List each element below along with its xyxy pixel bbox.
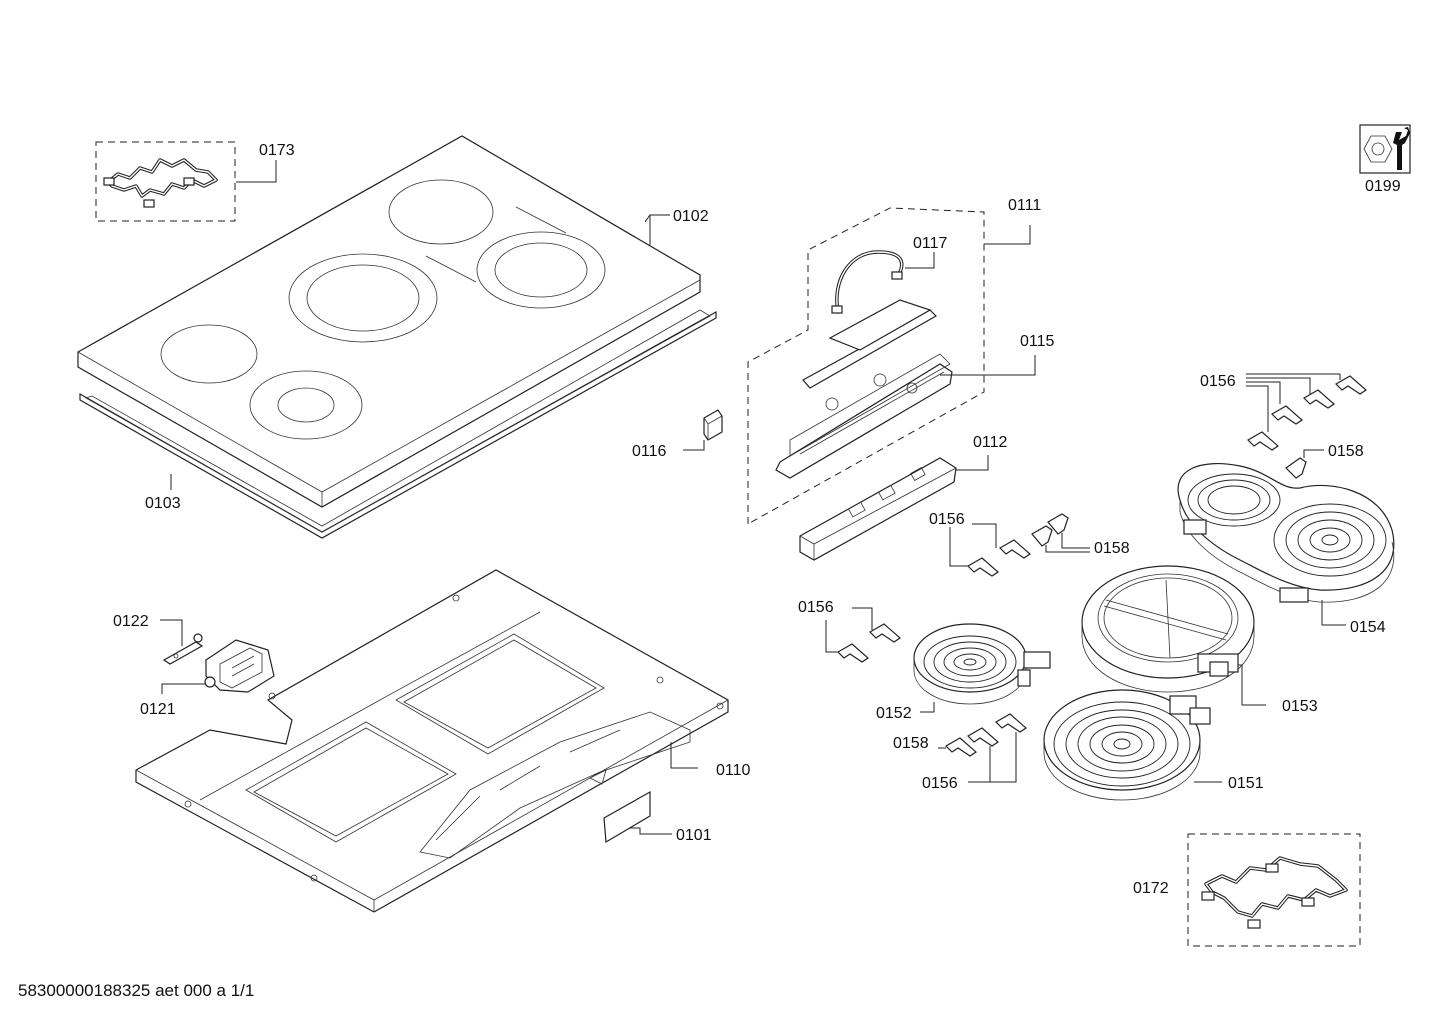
label-0116: 0116 (632, 443, 667, 460)
label-0154: 0154 (1350, 619, 1386, 636)
electronics-assembly-0111[interactable] (747, 207, 985, 525)
label-0115: 0115 (1020, 333, 1055, 350)
label-0103: 0103 (145, 495, 181, 512)
label-0158-c: 0158 (893, 735, 929, 752)
terminal-block-0121[interactable] (204, 639, 275, 693)
label-0102: 0102 (673, 208, 709, 225)
label-0172: 0172 (1133, 880, 1169, 897)
label-0153: 0153 (1282, 698, 1318, 715)
round-heater-0153[interactable] (1081, 565, 1255, 693)
label-0199: 0199 (1365, 178, 1401, 195)
label-0117: 0117 (913, 235, 948, 252)
clips-0156-set-c[interactable] (837, 623, 901, 663)
cable-kit-0172[interactable] (1187, 833, 1361, 947)
label-0121: 0121 (140, 701, 176, 718)
bracket-0122[interactable] (162, 633, 204, 665)
ribbon-cable-0117[interactable] (831, 250, 904, 314)
round-heater-0151[interactable] (1043, 689, 1211, 801)
label-0122: 0122 (113, 613, 149, 630)
label-0173: 0173 (259, 142, 295, 159)
spring-clip-0158-a[interactable] (1285, 457, 1307, 479)
clips-0156-set-d[interactable] (945, 713, 1027, 757)
label-0111: 0111 (1008, 197, 1041, 214)
oval-heater-0154[interactable] (1177, 463, 1395, 603)
clips-0156-set-b[interactable] (967, 539, 1031, 577)
rating-plate-0101[interactable] (603, 790, 651, 844)
cable-kit-0173[interactable] (95, 141, 236, 222)
label-0101: 0101 (676, 827, 712, 844)
clips-0156-set-a[interactable] (1247, 375, 1367, 451)
seal-frame-0103[interactable] (79, 309, 717, 539)
round-heater-0152[interactable] (913, 623, 1051, 705)
label-0156-c: 0156 (798, 599, 834, 616)
label-0151: 0151 (1228, 775, 1264, 792)
power-board-0112[interactable] (799, 457, 957, 561)
label-0152: 0152 (876, 705, 912, 722)
base-tray-0110[interactable] (135, 569, 729, 913)
label-0156-d: 0156 (922, 775, 958, 792)
label-0158-b: 0158 (1094, 540, 1130, 557)
clip-0116[interactable] (703, 409, 723, 441)
control-board-0115[interactable] (775, 299, 953, 479)
label-0156-b: 0156 (929, 511, 965, 528)
document-code: 58300000188325 aet 000 a 1/1 (18, 981, 255, 1000)
label-0112: 0112 (973, 434, 1008, 451)
ceramic-hob-top-0102[interactable] (77, 135, 701, 508)
wrench-nut-icon (1359, 124, 1411, 174)
label-0156-a: 0156 (1200, 373, 1236, 390)
label-0110: 0110 (716, 762, 751, 779)
label-0158-a: 0158 (1328, 443, 1364, 460)
spring-clips-0158-b[interactable] (1031, 513, 1069, 547)
